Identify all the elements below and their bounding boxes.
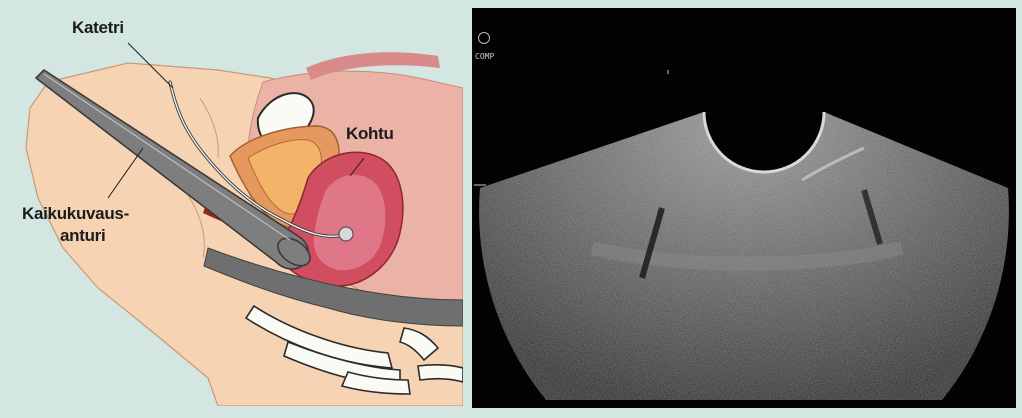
anatomy-illustration: Katetri Kohtu Kaikukuvaus- anturi [8,8,463,406]
label-catheter: Katetri [72,18,124,38]
catheter-balloon [339,227,353,241]
ultrasound-image: COMP [472,8,1016,408]
sacrum-segment [418,365,463,382]
label-probe-line2: anturi [60,226,105,246]
scan-sector [472,8,1016,408]
mode-label: COMP [475,53,494,61]
label-probe-line1: Kaikukuvaus- [22,204,129,224]
logo-icon [478,32,490,44]
ultrasound-scan [472,8,1016,408]
label-uterus: Kohtu [346,124,394,144]
